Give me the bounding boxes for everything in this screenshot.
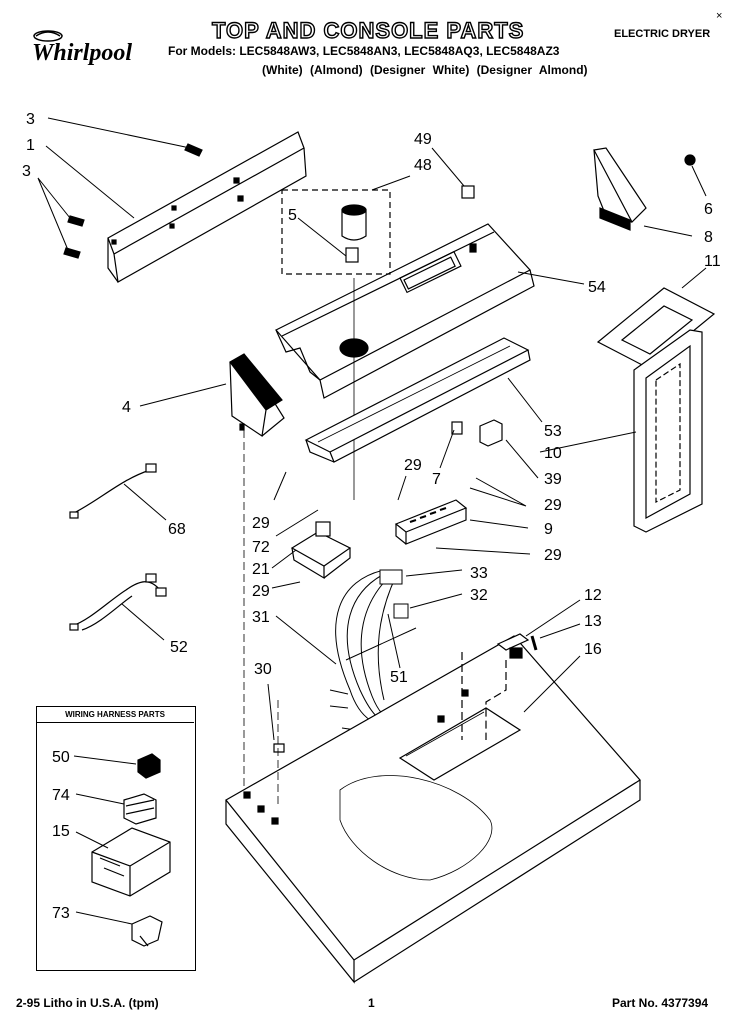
- callout-label: 13: [584, 613, 602, 630]
- callout-label: 9: [544, 521, 553, 538]
- part-end-cap-4: [229, 353, 285, 438]
- page-title: TOP AND CONSOLE PARTS: [211, 17, 525, 43]
- callout-label: 54: [588, 279, 606, 296]
- callout-label: 29: [252, 583, 270, 600]
- callout-label: 5: [288, 207, 297, 224]
- callout-label: 31: [252, 609, 270, 626]
- callout-label: 29: [252, 515, 270, 532]
- brand-logo: Whirlpool: [30, 26, 158, 70]
- callout-label: 12: [584, 587, 602, 604]
- harness-title-divider: [36, 722, 194, 723]
- callout-label: 51: [390, 669, 408, 686]
- part-button-49: [461, 185, 475, 199]
- callout-label: 3: [22, 163, 31, 180]
- part-control-frame-53: [304, 337, 531, 463]
- callout-label: 10: [544, 445, 562, 462]
- part-side-bracket-8: [593, 147, 696, 231]
- callout-label: 7: [432, 471, 441, 488]
- callout-label: 29: [544, 497, 562, 514]
- screw-icon: [63, 143, 203, 259]
- callout-label: 6: [704, 201, 713, 218]
- part-module-21: [290, 521, 352, 580]
- callout-label: 52: [170, 639, 188, 656]
- part-top-panel-16: [225, 635, 641, 984]
- part-rear-bracket: [107, 131, 307, 283]
- callout-label: 4: [122, 399, 131, 416]
- part-knob-48: [281, 189, 391, 500]
- part-clip-30: [273, 743, 285, 753]
- connector-74: [123, 793, 157, 825]
- callout-label: 74: [52, 787, 70, 804]
- callout-label: 33: [470, 565, 488, 582]
- part-bracket-12: [461, 633, 538, 740]
- callout-label: 53: [544, 423, 562, 440]
- callout-label: 32: [470, 587, 488, 604]
- part-wire-68: [69, 463, 157, 519]
- whirlpool-logo-icon: Whirlpool: [32, 30, 132, 66]
- part-switch-39: [451, 419, 503, 447]
- callout-label: 15: [52, 823, 70, 840]
- part-wire-52: [69, 573, 167, 631]
- callout-label: 48: [414, 157, 432, 174]
- part-console-54: [275, 223, 535, 399]
- callout-labels: 3 1 3 49 48 5 6 8 11 54 4 53 10 39 7 29 …: [22, 111, 721, 922]
- callout-label: 11: [704, 253, 721, 270]
- part-number: Part No. 4377394: [612, 996, 709, 1010]
- connector-15: [91, 827, 171, 897]
- callout-label: 16: [584, 641, 602, 658]
- color-variants: (White) (Almond) (Designer White) (Desig…: [262, 63, 588, 77]
- callout-label: 50: [52, 749, 70, 766]
- callout-label: 8: [704, 229, 713, 246]
- wiring-harness-title: WIRING HARNESS PARTS: [65, 710, 165, 719]
- wiring-harness-box: [36, 706, 196, 971]
- brand-name: Whirlpool: [32, 40, 132, 66]
- model-list: For Models: LEC5848AW3, LEC5848AN3, LEC5…: [168, 44, 560, 58]
- part-timer-9: [394, 499, 468, 545]
- connector-50: [137, 753, 161, 779]
- callout-label: 49: [414, 131, 432, 148]
- leader-lines: [37, 117, 707, 925]
- callout-label: 68: [168, 521, 186, 538]
- callout-label: 29: [404, 457, 422, 474]
- callout-label: 72: [252, 539, 270, 556]
- footer-litho: 2-95 Litho in U.S.A. (tpm): [16, 996, 159, 1010]
- callout-label: 73: [52, 905, 70, 922]
- page-number: 1: [368, 996, 375, 1010]
- product-type: ELECTRIC DRYER: [614, 28, 711, 40]
- callout-label: 39: [544, 471, 562, 488]
- close-icon[interactable]: ×: [716, 10, 723, 22]
- callout-label: 30: [254, 661, 272, 678]
- callout-label: 29: [544, 547, 562, 564]
- connector-73: [131, 915, 163, 947]
- callout-label: 3: [26, 111, 35, 128]
- part-panel-10: [633, 329, 703, 533]
- part-duct-11: [596, 287, 716, 369]
- callout-label: 1: [26, 137, 35, 154]
- callout-label: 21: [252, 561, 270, 578]
